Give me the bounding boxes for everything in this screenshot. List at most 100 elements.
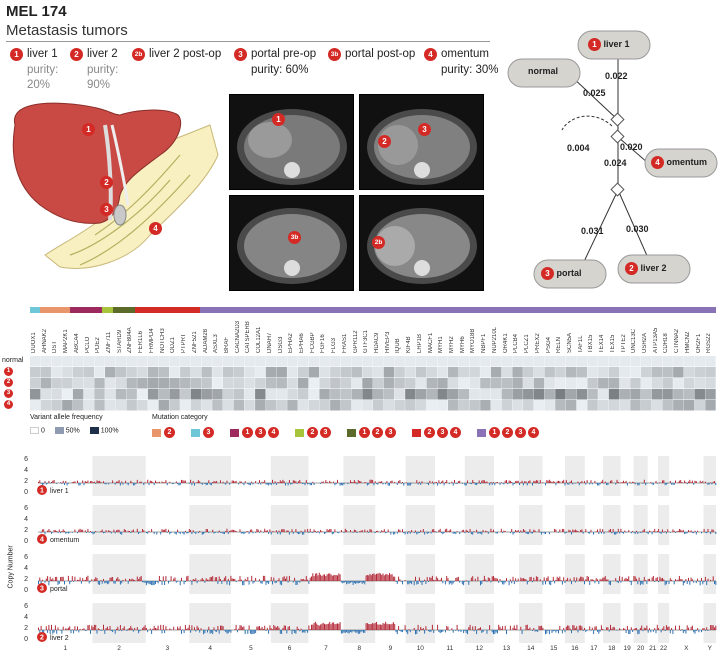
cn-bar bbox=[678, 575, 680, 581]
cn-bar bbox=[200, 579, 202, 581]
cn-bar bbox=[555, 483, 557, 486]
cn-bar bbox=[326, 481, 328, 483]
cn-bar bbox=[376, 573, 377, 581]
cn-bar bbox=[320, 624, 322, 630]
cn-bar bbox=[681, 530, 683, 532]
cn-bar bbox=[392, 532, 394, 535]
cn-bar bbox=[546, 630, 548, 634]
cn-bar bbox=[307, 483, 309, 485]
cn-bar bbox=[84, 579, 86, 581]
cn-bar bbox=[121, 581, 123, 584]
cn-bar bbox=[495, 532, 497, 534]
cn-bar bbox=[119, 483, 121, 486]
cn-bar bbox=[283, 481, 285, 483]
heatmap-cell bbox=[458, 400, 470, 411]
cn-bar bbox=[476, 483, 478, 486]
cn-bar bbox=[303, 532, 305, 535]
heatmap-cell bbox=[630, 356, 641, 367]
cn-bar bbox=[626, 483, 628, 486]
heatmap-cell bbox=[158, 389, 170, 400]
cn-bar bbox=[456, 531, 458, 532]
heatmap-cell bbox=[651, 389, 663, 400]
cn-bar bbox=[152, 628, 154, 630]
cn-bar bbox=[233, 529, 234, 532]
cn-bar bbox=[186, 532, 188, 534]
cn-bar bbox=[109, 577, 111, 581]
cn-bar bbox=[470, 577, 472, 581]
cn-bar bbox=[103, 481, 104, 483]
cn-bar bbox=[225, 483, 227, 485]
cn-bar bbox=[576, 577, 578, 581]
cn-bar bbox=[282, 577, 284, 581]
cn-bar bbox=[712, 529, 714, 532]
cn-bar bbox=[678, 528, 680, 532]
cn-bar bbox=[417, 581, 419, 584]
cn-bar bbox=[269, 625, 271, 630]
cn-bar bbox=[309, 528, 311, 532]
cn-bar bbox=[179, 483, 181, 486]
cn-bar bbox=[556, 630, 558, 632]
cn-bar bbox=[433, 630, 435, 633]
cn-bar bbox=[550, 480, 552, 483]
cn-bar bbox=[383, 575, 385, 581]
cn-bar bbox=[147, 479, 149, 483]
cn-bar bbox=[174, 577, 176, 581]
cn-bar bbox=[512, 483, 514, 486]
heatmap-cell bbox=[512, 367, 523, 378]
cn-bar bbox=[330, 481, 332, 483]
cn-bar bbox=[365, 482, 367, 483]
cn-bar bbox=[660, 630, 662, 633]
heatmap-cell bbox=[51, 400, 62, 411]
cn-bar bbox=[603, 483, 605, 484]
cn-bar bbox=[617, 581, 619, 584]
cn-bar bbox=[521, 578, 523, 581]
chrom-band bbox=[519, 456, 543, 496]
cn-bar bbox=[240, 579, 242, 581]
cn-bar bbox=[715, 625, 717, 630]
gene-label: TAF1L bbox=[577, 335, 584, 353]
cn-bar bbox=[234, 578, 236, 581]
cn-bar bbox=[325, 532, 327, 534]
cn-bar bbox=[299, 630, 301, 632]
cn-ytick: 6 bbox=[24, 505, 28, 512]
cn-bar bbox=[130, 625, 132, 630]
cn-bar bbox=[188, 529, 190, 532]
cn-bar bbox=[69, 532, 71, 533]
heatmap-cell bbox=[169, 389, 180, 400]
cn-bar bbox=[331, 575, 333, 581]
heatmap-cell bbox=[694, 367, 705, 378]
cn-bar bbox=[515, 628, 517, 630]
heatmap-cell bbox=[458, 378, 470, 389]
cn-bar bbox=[487, 577, 489, 581]
gene-label: NBPF1 bbox=[481, 333, 488, 353]
cn-bar bbox=[628, 576, 630, 581]
cn-bar bbox=[331, 622, 333, 630]
cn-bar bbox=[273, 483, 275, 485]
cn-bar bbox=[227, 630, 229, 634]
cn-bar bbox=[40, 483, 42, 484]
heatmap-cell bbox=[222, 400, 234, 411]
cn-bar bbox=[248, 532, 250, 534]
cn-bar bbox=[207, 630, 208, 633]
mut-badge: 2 bbox=[502, 427, 513, 439]
cn-bar bbox=[270, 532, 272, 535]
cn-bar bbox=[382, 623, 384, 630]
heatmap-cell bbox=[576, 389, 588, 400]
cn-panel-label: omentum bbox=[50, 537, 79, 544]
cn-bar bbox=[292, 630, 294, 631]
gene-label: ABCA4 bbox=[73, 333, 80, 353]
cn-bar bbox=[103, 578, 104, 581]
cn-bar bbox=[197, 580, 199, 581]
ct-scan-liver1: 1 bbox=[229, 94, 354, 190]
cn-bar bbox=[585, 529, 587, 532]
cn-bar bbox=[547, 630, 549, 631]
cn-bar bbox=[493, 630, 494, 635]
cn-bar bbox=[474, 483, 476, 485]
cn-bar bbox=[469, 624, 471, 630]
cn-bar bbox=[612, 529, 614, 532]
cn-bar bbox=[281, 481, 283, 483]
